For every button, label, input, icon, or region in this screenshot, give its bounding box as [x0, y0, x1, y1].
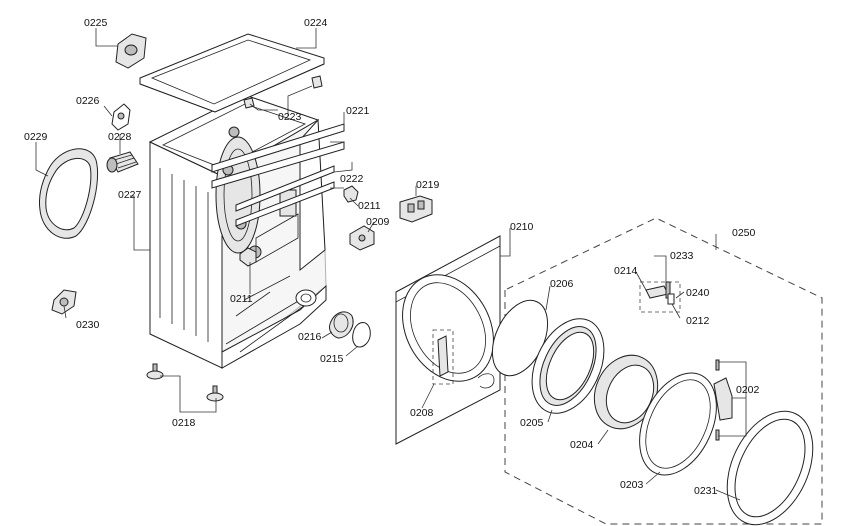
cabinet-part [148, 94, 327, 370]
door-glass-part [593, 354, 659, 430]
label-0215: 0215 [320, 353, 344, 365]
label-0231: 0231 [694, 485, 718, 497]
door-assembly-boundary [504, 217, 823, 525]
label-0233: 0233 [670, 250, 694, 262]
part-labels: 0225 0224 0226 0223 0221 0228 0229 0222 … [24, 17, 760, 497]
door-hinge-part [645, 281, 675, 305]
label-0227: 0227 [118, 189, 142, 201]
label-0225: 0225 [84, 17, 108, 29]
small-bracket-part [115, 33, 147, 69]
foot-part [146, 363, 224, 402]
label-0240: 0240 [686, 287, 710, 299]
door-ring-part [531, 318, 605, 414]
hinge-part [311, 75, 323, 89]
shaft-part [106, 151, 139, 173]
top-lid-part [139, 33, 325, 113]
door-lock-part [399, 195, 433, 223]
label-0223: 0223 [278, 111, 302, 123]
label-0203: 0203 [620, 479, 644, 491]
outer-door-ring-part [726, 410, 814, 526]
label-0205: 0205 [520, 417, 544, 429]
label-0212: 0212 [686, 315, 710, 327]
label-0202: 0202 [736, 384, 760, 396]
bracket-part [349, 225, 375, 251]
leader-lines [35, 28, 747, 501]
gasket-part [39, 148, 99, 239]
label-0211-lower: 0211 [230, 293, 253, 305]
label-0224: 0224 [304, 17, 328, 29]
label-0209: 0209 [366, 216, 390, 228]
label-0210: 0210 [510, 221, 534, 233]
label-0211-upper: 0211 [358, 200, 381, 212]
front-panel-part [395, 235, 501, 445]
label-0226: 0226 [76, 95, 100, 107]
label-0230: 0230 [76, 319, 100, 331]
door-frame-part [639, 372, 717, 476]
label-0206: 0206 [550, 278, 574, 290]
label-0250: 0250 [732, 227, 756, 239]
label-0208: 0208 [410, 407, 434, 419]
label-0214: 0214 [614, 265, 638, 277]
label-0216: 0216 [298, 331, 322, 343]
label-0228: 0228 [108, 131, 132, 143]
label-0229: 0229 [24, 131, 48, 143]
pump-cover-part [329, 311, 371, 348]
rail-bar-part [211, 123, 345, 227]
label-0219: 0219 [416, 179, 440, 191]
clip-part [111, 103, 131, 131]
label-0222: 0222 [340, 173, 364, 185]
handle-part [713, 359, 733, 441]
label-0204: 0204 [570, 439, 594, 451]
label-0218: 0218 [172, 417, 196, 429]
grommet-part [51, 289, 77, 315]
fixing-part [239, 185, 359, 267]
label-0221: 0221 [346, 105, 370, 117]
